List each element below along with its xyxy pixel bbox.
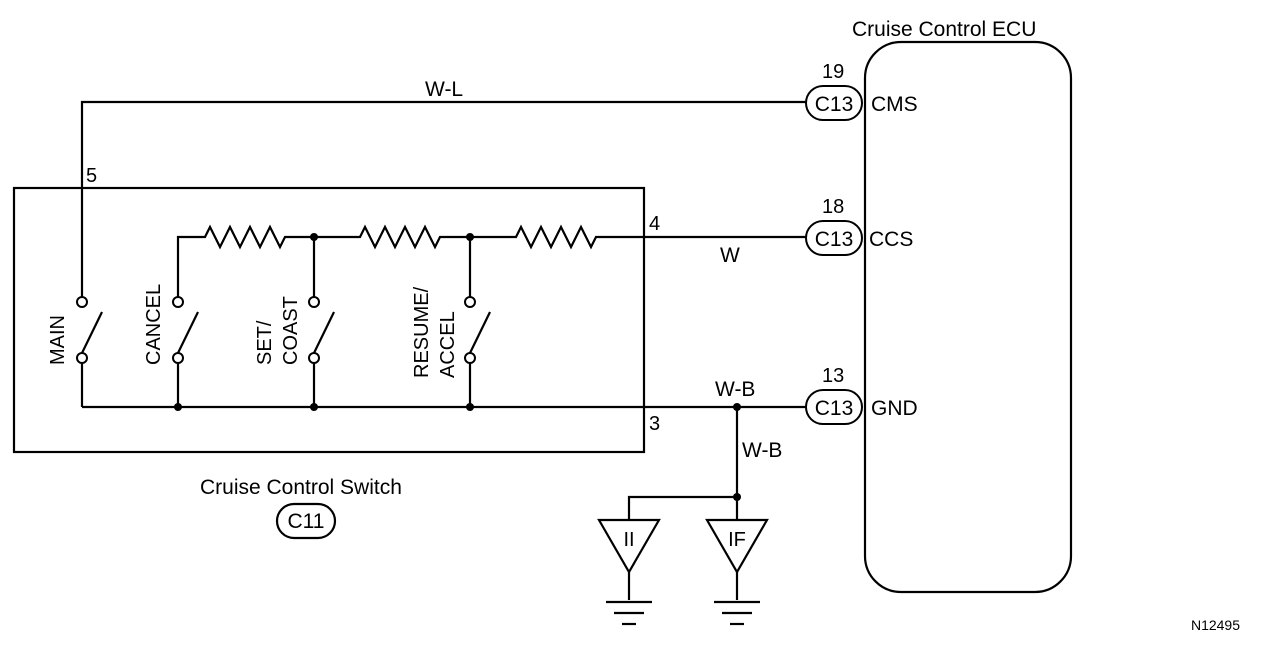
wire-gnd-branch [627,495,737,520]
switch-box [12,186,646,454]
node-set-top [310,233,318,241]
switch-cancel [172,296,199,407]
node-set-bottom [310,403,318,411]
switch-set-label-line1: SET/ [254,320,276,365]
terminal-4-label: 4 [649,213,660,235]
ecu-pin-cms-name: CMS [871,93,918,116]
switch-main [76,296,103,407]
switch-resume-accel [464,296,491,407]
ecu-body [863,40,1073,594]
ground-if-label: IF [728,529,746,551]
terminal-3-label: 3 [649,413,660,435]
ecu-pin-gnd [805,389,863,425]
ground-ii-label: II [623,529,634,551]
node-resume-top [466,233,474,241]
ecu-pin-gnd-name: GND [871,397,918,420]
ecu-pin-cms-number: 19 [822,61,844,83]
node-resume-bottom [466,403,474,411]
ecu-pin-gnd-connector: C13 [815,397,854,420]
switch-resume-label-line2: ACCEL [437,311,459,378]
ecu-pin-gnd-number: 13 [822,365,844,387]
switch-resume-label-line1: RESUME/ [411,286,433,378]
wire-gnd-v-label: W-B [742,439,782,462]
node-ground-branch [733,493,741,501]
wire-ccs-label: W [720,244,740,267]
ecu-pin-cms-connector: C13 [815,93,854,116]
wire-cms [80,100,808,298]
wire-cms-label: W-L [425,78,463,101]
switch-title: Cruise Control Switch [200,476,402,499]
ground-if [705,518,769,626]
switch-set-label-line2: COAST [280,296,302,365]
ecu-pin-ccs-name: CCS [869,228,913,251]
switch-set-coast [308,296,335,407]
terminal-5-label: 5 [86,165,97,187]
wire-gnd-h-label: W-B [715,378,755,401]
switch-connector-badge [275,502,337,540]
ecu-pin-ccs-number: 18 [822,196,844,218]
ecu-pin-ccs-connector: C13 [815,228,854,251]
ground-ii [597,518,661,626]
ecu-pin-ccs [805,220,863,256]
switch-cancel-label: CANCEL [143,284,165,365]
switch-connector-label: C11 [288,510,325,533]
ecu-title: Cruise Control ECU [852,18,1036,41]
switch-main-label: MAIN [47,315,69,365]
ecu-pin-cms [805,85,863,121]
figure-code: N12495 [1191,617,1240,633]
resistor-ladder [176,224,808,298]
node-cancel-bottom [174,403,182,411]
